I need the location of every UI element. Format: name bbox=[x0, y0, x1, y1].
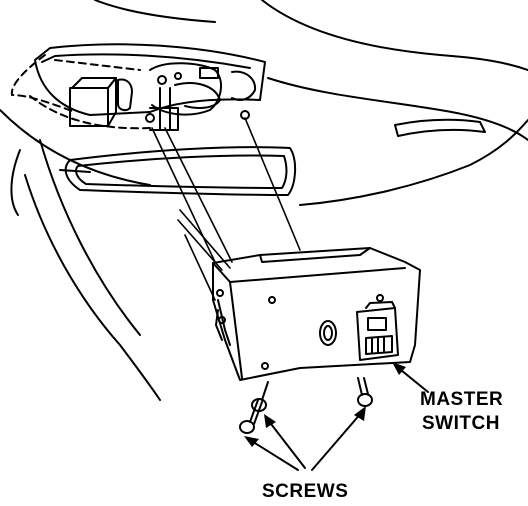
screws-arrow-left bbox=[249, 439, 299, 471]
master-switch-label-line2: SWITCH bbox=[422, 413, 500, 434]
master-switch-label-line1: MASTER bbox=[420, 389, 504, 410]
upper-control-housing bbox=[34, 43, 266, 131]
screw-left-lower bbox=[239, 399, 263, 434]
screws-label: SCREWS bbox=[262, 481, 349, 502]
master-switch-arrowhead bbox=[392, 362, 406, 375]
screw-right bbox=[357, 377, 373, 407]
screws-arrowhead-right bbox=[354, 406, 366, 421]
screws-arrowhead-left bbox=[244, 436, 259, 447]
screws-arrow-middle bbox=[267, 419, 306, 469]
screws-arrow-right bbox=[311, 411, 363, 471]
screws-arrowhead-middle bbox=[264, 414, 276, 428]
dashboard-outline bbox=[0, 0, 528, 401]
screws bbox=[239, 377, 373, 434]
callout-arrows bbox=[244, 362, 429, 471]
screw-left-upper bbox=[251, 381, 269, 412]
dash-phantom-lines bbox=[10, 54, 151, 130]
guide-lines bbox=[151, 117, 301, 301]
bezel-outline bbox=[59, 146, 296, 196]
control-unit bbox=[212, 247, 421, 381]
